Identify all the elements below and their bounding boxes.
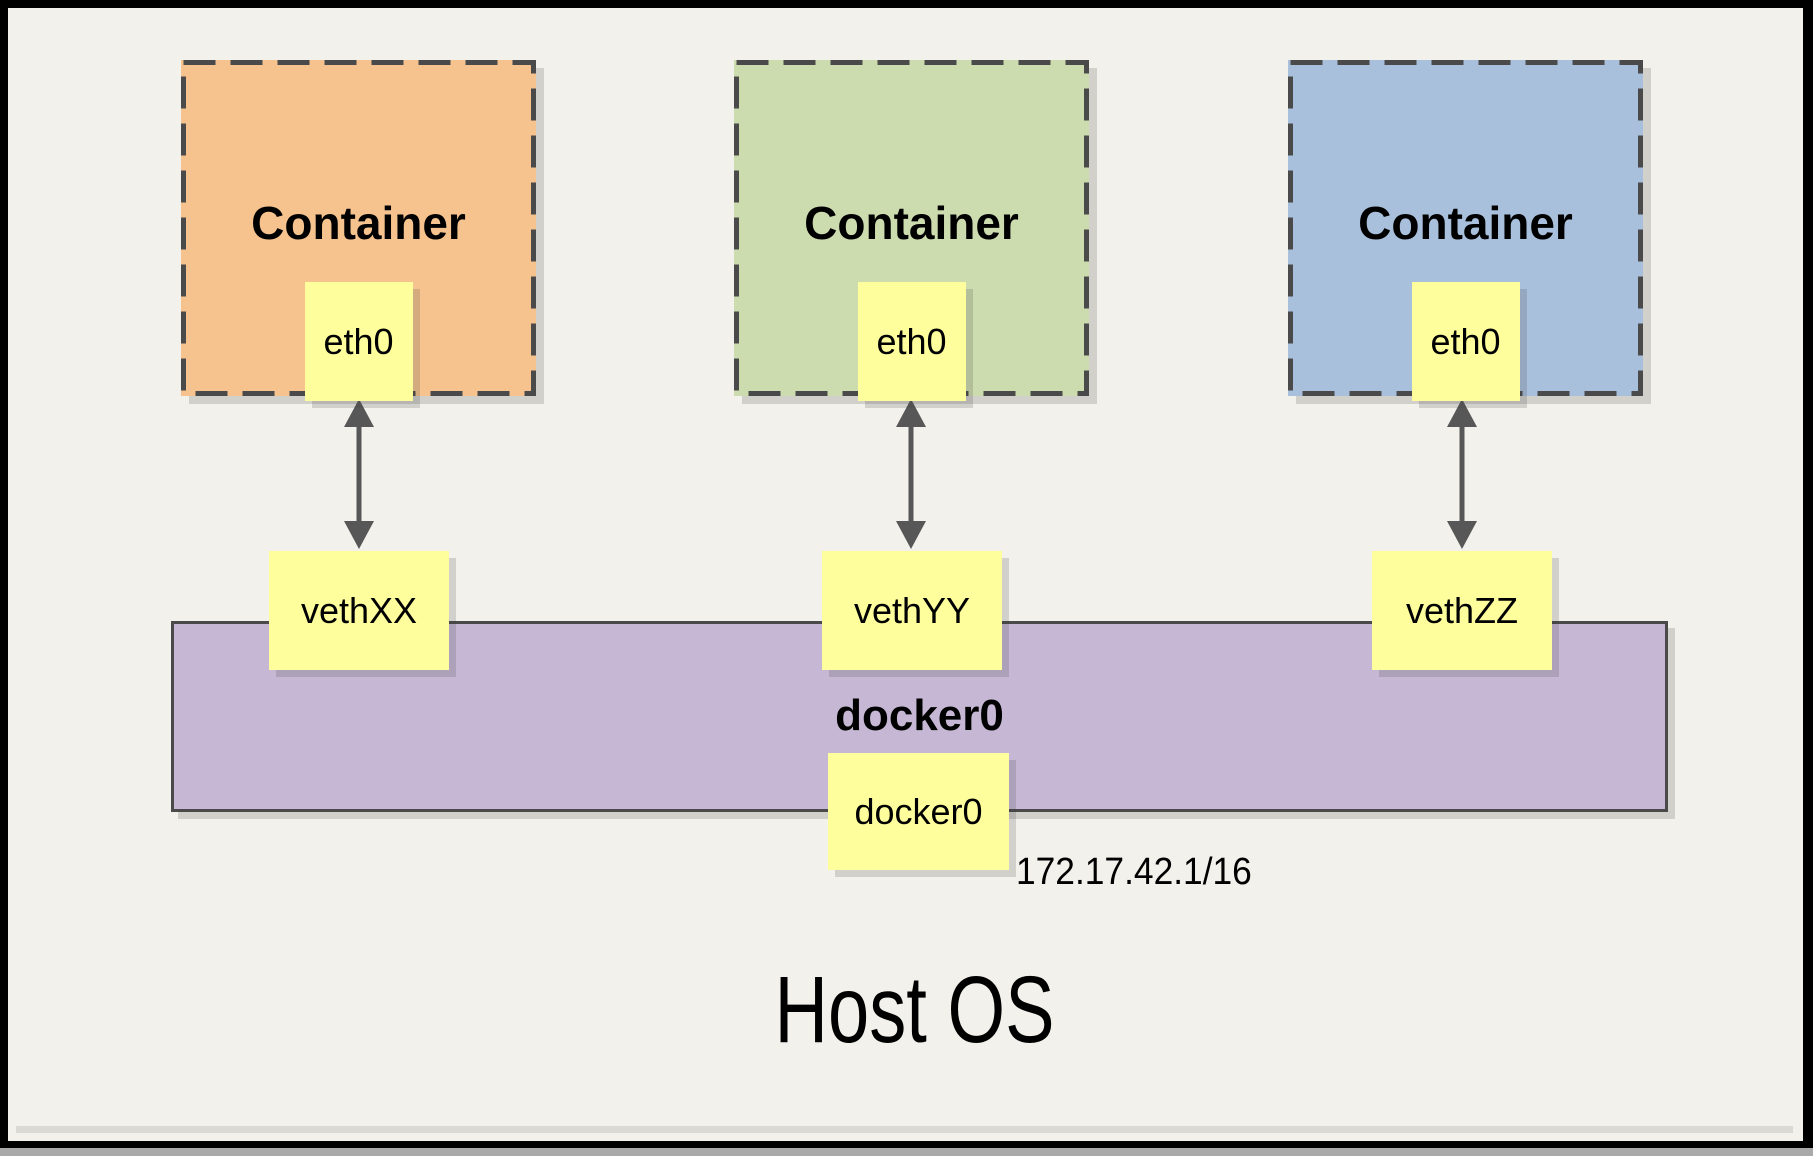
bottom-shadow-dark	[0, 1148, 1813, 1156]
vethYY-label: vethYY	[853, 589, 971, 631]
container-3-label: Container	[1358, 197, 1573, 249]
bidirectional-arrow-2	[896, 399, 926, 549]
vethYY-box: vethYY	[822, 551, 1002, 670]
vethXX-label: vethXX	[300, 589, 418, 631]
container-2-eth0-label: eth0	[876, 320, 947, 362]
container-3-eth0-label: eth0	[1430, 320, 1501, 362]
container-2-eth0-box: eth0	[857, 282, 966, 401]
container-box-2: Container eth0	[734, 60, 1089, 401]
container-2-label: Container	[804, 197, 1019, 249]
container-box-1: Container eth0	[181, 60, 536, 401]
docker0-bridge-label: docker0	[835, 691, 1004, 740]
vethZZ-box: vethZZ	[1372, 551, 1552, 670]
container-3-eth0-box: eth0	[1411, 282, 1520, 401]
docker0-interface-label: docker0	[854, 790, 983, 832]
container-box-3: Container eth0	[1288, 60, 1643, 401]
docker0-ip-address: 172.17.42.1/16	[1016, 851, 1252, 893]
diagram-background: Container eth0 Container eth0 Container …	[8, 8, 1803, 1141]
bidirectional-arrow-3	[1447, 399, 1477, 549]
host-os-label: Host OS	[774, 957, 1055, 1063]
docker0-interface-box: docker0	[828, 753, 1009, 870]
vethXX-box: vethXX	[269, 551, 449, 670]
vethZZ-label: vethZZ	[1405, 589, 1519, 631]
container-1-label: Container	[251, 197, 466, 249]
bottom-shadow-light	[16, 1126, 1793, 1133]
container-1-eth0-box: eth0	[304, 282, 413, 401]
bidirectional-arrow-1	[344, 399, 374, 549]
container-1-eth0-label: eth0	[323, 320, 394, 362]
